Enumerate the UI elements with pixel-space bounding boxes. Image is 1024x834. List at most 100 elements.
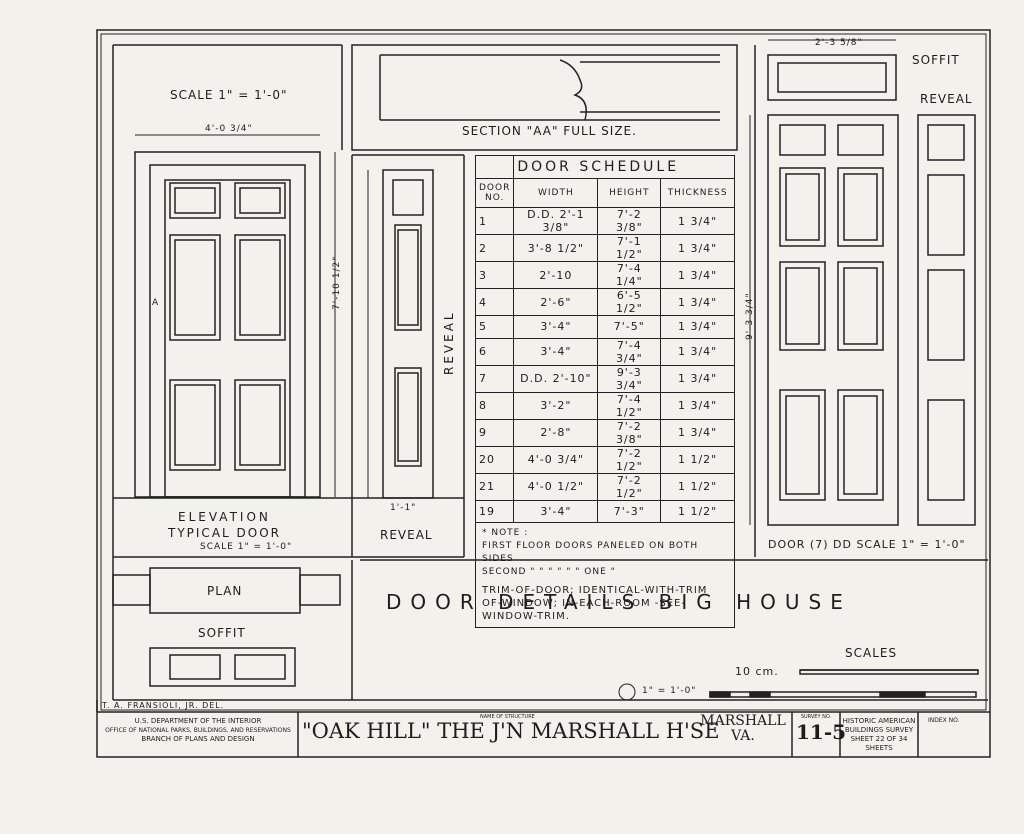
col-thickness: THICKNESS <box>660 178 735 208</box>
col-height: HEIGHT <box>597 178 662 208</box>
note-title: * NOTE : <box>482 528 529 538</box>
cell-thickness: 1 3/4" <box>660 391 735 420</box>
agency-line-3: BRANCH OF PLANS AND DESIGN <box>141 735 255 743</box>
habs-block: HISTORIC AMERICAN BUILDINGS SURVEY SHEET… <box>842 717 916 753</box>
cell-width: 4'-0 1/2" <box>513 472 599 501</box>
agency-line-2: OFFICE OF NATIONAL PARKS, BUILDINGS, AND… <box>105 727 291 734</box>
cell-width: 3'-4" <box>513 315 599 339</box>
cell-height: 7'-4 1/2" <box>597 391 662 420</box>
agency-line-1: U.S. DEPARTMENT OF THE INTERIOR <box>134 717 262 725</box>
section-mark: A <box>152 298 160 308</box>
cell-width: 2'-6" <box>513 288 599 316</box>
note-line-1: FIRST FLOOR DOORS PANELED ON BOTH SIDES <box>482 541 699 564</box>
cell-width: 3'-4" <box>513 499 599 523</box>
cell-thickness: 1 1/2" <box>660 472 735 501</box>
sheet-border <box>96 29 991 758</box>
elevation-height-dim: 7'-10 1/2" <box>332 255 342 310</box>
col-width: WIDTH <box>513 178 599 208</box>
sheet-number: SHEET 22 OF 34 SHEETS <box>850 735 908 752</box>
cell-door-no: 2 <box>474 234 515 262</box>
note-line-2: SECOND " " " " " " ONE " <box>482 567 616 577</box>
cell-door-no: 9 <box>474 418 515 447</box>
schedule-notes: * NOTE : FIRST FLOOR DOORS PANELED ON BO… <box>475 522 735 628</box>
location-line-1: MARSHALL <box>700 713 786 729</box>
cell-height: 7'-4 3/4" <box>597 337 662 366</box>
reveal-width-dim: 1'-1" <box>390 503 417 513</box>
trim-line-2: OF-WINDOW; IN-EACH-ROOM -SEE-WINDOW-TRIM… <box>482 598 686 622</box>
col-door-no: DOOR NO. <box>474 178 515 208</box>
cell-door-no: 1 <box>474 207 515 235</box>
cell-door-no: 5 <box>474 315 515 339</box>
reveal-vertical-label: REVEAL <box>442 310 456 375</box>
cell-height: 7'-5" <box>597 315 662 339</box>
cell-width: 2'-10 <box>513 261 599 289</box>
cell-height: 7'-2 1/2" <box>597 472 662 501</box>
cell-thickness: 1 3/4" <box>660 234 735 262</box>
cell-thickness: 1 1/2" <box>660 445 735 474</box>
cell-height: 6'-5 1/2" <box>597 288 662 316</box>
cell-height: 7'-2 3/8" <box>597 207 662 235</box>
door7-reveal-label: REVEAL <box>920 92 973 106</box>
drawing-title: DOOR DETAILS BIG HOUSE <box>386 590 852 614</box>
metric-scale-label: 10 cm. <box>735 665 779 678</box>
cell-thickness: 1 3/4" <box>660 418 735 447</box>
elevation-scale-top: SCALE 1" = 1'-0" <box>170 88 288 102</box>
door7-soffit-label: SOFFIT <box>912 53 960 67</box>
cell-thickness: 1 3/4" <box>660 207 735 235</box>
index-caption: INDEX NO. <box>928 717 960 724</box>
survey-caption: SURVEY NO. <box>800 714 832 720</box>
elevation-subtitle: TYPICAL DOOR <box>168 526 281 540</box>
elevation-width-dim: 4'-0 3/4" <box>205 124 253 134</box>
cell-door-no: 3 <box>474 261 515 289</box>
cell-door-no: 21 <box>474 472 515 501</box>
trim-line-1: TRIM-OF-DOOR; IDENTICAL-WITH-TRIM <box>482 585 708 596</box>
habs-line-2: BUILDINGS SURVEY <box>844 726 914 734</box>
location-line-2: VA. <box>731 728 755 744</box>
cell-thickness: 1 3/4" <box>660 337 735 366</box>
cell-height: 9'-3 3/4" <box>597 364 662 393</box>
cell-thickness: 1 3/4" <box>660 364 735 393</box>
survey-number: 11-5 <box>796 720 847 744</box>
section-aa-box <box>351 44 738 151</box>
cell-height: 7'-1 1/2" <box>597 234 662 262</box>
section-aa-label: SECTION "AA" FULL SIZE. <box>462 124 637 138</box>
elevation-scale: SCALE 1" = 1'-0" <box>200 542 293 552</box>
cell-width: 3'-2" <box>513 391 599 420</box>
structure-name: "OAK HILL" THE J'N MARSHALL H'SE <box>302 719 720 743</box>
scales-label: SCALES <box>845 646 898 660</box>
door7-caption: DOOR (7) DD SCALE 1" = 1'-0" <box>768 538 966 551</box>
soffit-label: SOFFIT <box>198 626 246 640</box>
cell-height: 7'-4 1/4" <box>597 261 662 289</box>
cell-height: 7'-2 3/8" <box>597 418 662 447</box>
cell-door-no: 8 <box>474 391 515 420</box>
cell-thickness: 1 1/2" <box>660 499 735 523</box>
cell-door-no: 4 <box>474 288 515 316</box>
door-schedule-title: DOOR SCHEDULE <box>513 155 735 179</box>
door7-height-dim: 9'-3 3/4" <box>745 292 755 340</box>
cell-thickness: 1 3/4" <box>660 288 735 316</box>
name-caption: NAME OF STRUCTURE <box>480 714 535 720</box>
location: MARSHALL VA. <box>698 714 788 744</box>
cell-door-no: 20 <box>474 445 515 474</box>
cell-height: 7'-3" <box>597 499 662 523</box>
cell-door-no: 19 <box>474 499 515 523</box>
cell-width: D.D. 2'-10" <box>513 364 599 393</box>
agency-block: U.S. DEPARTMENT OF THE INTERIOR OFFICE O… <box>100 717 296 744</box>
imperial-scale-label: 1" = 1'-0" <box>642 686 697 696</box>
elevation-title: ELEVATION <box>178 510 271 524</box>
plan-label: PLAN <box>207 584 243 598</box>
cell-width: 4'-0 3/4" <box>513 445 599 474</box>
cell-width: 3'-8 1/2" <box>513 234 599 262</box>
cell-door-no: 7 <box>474 364 515 393</box>
door-schedule-table: DOOR SCHEDULE DOOR NO. WIDTH HEIGHT THIC… <box>474 155 735 628</box>
